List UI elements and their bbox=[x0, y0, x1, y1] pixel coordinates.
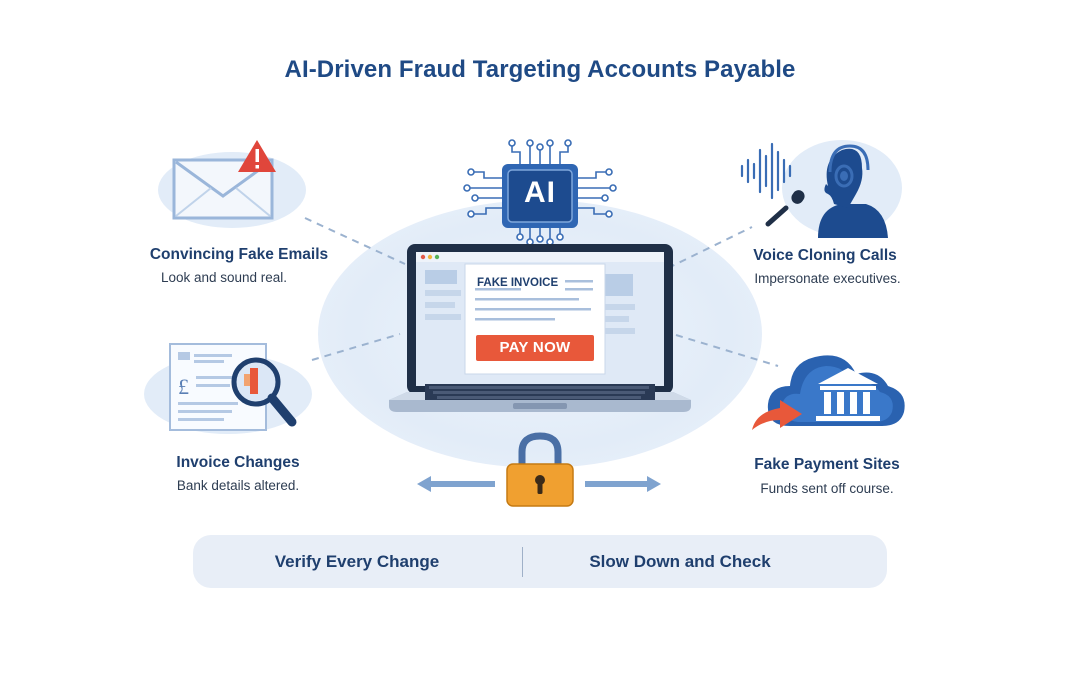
connector-voice bbox=[667, 226, 753, 269]
threat-title-invoice: Invoice Changes bbox=[176, 454, 300, 471]
threat-subtitle-payment: Funds sent off course. bbox=[760, 481, 894, 496]
threat-subtitle-voice: Impersonate executives. bbox=[754, 271, 901, 286]
svg-text:£: £ bbox=[178, 374, 189, 399]
email-warning-icon bbox=[158, 140, 306, 228]
verify-every-change-label: Verify Every Change bbox=[274, 552, 440, 571]
threat-title-email: Convincing Fake Emails bbox=[149, 246, 329, 263]
pay-now-button[interactable]: PAY NOW bbox=[476, 335, 594, 361]
connector-email bbox=[304, 217, 406, 265]
connector-payment bbox=[675, 334, 779, 367]
security-lock-icon bbox=[417, 432, 661, 507]
threat-title-voice: Voice Cloning Calls bbox=[753, 247, 897, 264]
ai-chip-icon bbox=[463, 139, 617, 244]
diagram-title: AI-Driven Fraud Targeting Accounts Payab… bbox=[284, 56, 796, 83]
bar-divider bbox=[522, 547, 523, 577]
threat-subtitle-invoice: Bank details altered. bbox=[176, 478, 300, 493]
bottom-action-bar bbox=[193, 535, 887, 588]
laptop-icon bbox=[389, 244, 691, 412]
voice-cloning-icon bbox=[740, 140, 902, 238]
slow-down-and-check-label: Slow Down and Check bbox=[589, 552, 771, 571]
invoice-title: FAKE INVOICE bbox=[477, 277, 559, 289]
ai-chip-label: AI bbox=[524, 176, 556, 209]
bank-cloud-icon bbox=[752, 355, 905, 430]
connector-invoice bbox=[311, 333, 401, 361]
threat-title-payment: Fake Payment Sites bbox=[754, 456, 900, 473]
invoice-magnifier-icon: £ bbox=[144, 343, 312, 434]
threat-subtitle-email: Look and sound real. bbox=[160, 270, 288, 285]
